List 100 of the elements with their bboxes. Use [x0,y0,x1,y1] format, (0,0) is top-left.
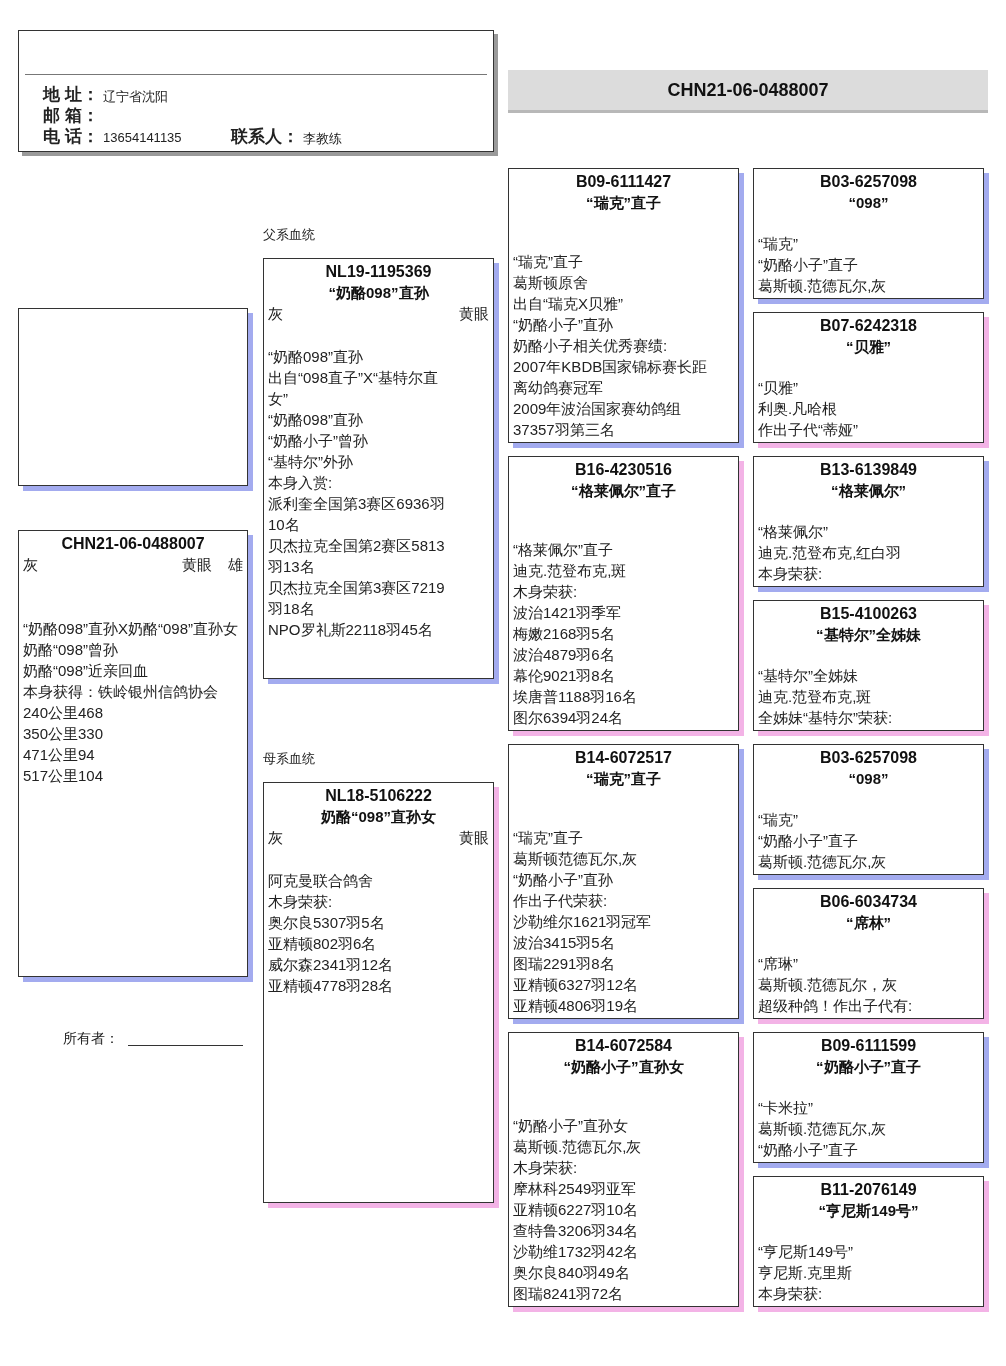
pedigree-note: 木身荣获: [513,582,579,602]
pedigree-note: 沙勒维1732羽42名 [513,1242,640,1262]
pedigree-note: 作出子代“蒂娅” [758,420,859,440]
field-label: 邮 箱： [43,105,99,127]
pedigree-note: 贝杰拉克全国第3赛区7219羽18名 [268,578,446,619]
pedigree-note: 出自“098直子”X“基特尔直女” [268,368,440,409]
attribute-text: 黄眼 [182,555,212,575]
ring-number: B09-6111599 [819,1036,918,1056]
ring-number: B14-6072517 [574,748,673,768]
field-value: 13654141135 [103,130,182,145]
attribute-text: 灰 [268,304,284,324]
attribute-text: 黄眼 [459,828,489,848]
pedigree-note: “奶酪098”直孙X奶酪“098”直孙女 [23,619,240,639]
pigeon-name: “奶酪小子”直子 [815,1057,922,1077]
pedigree-note: 摩林科2549羽亚军 [513,1179,638,1199]
ring-number: B07-6242318 [819,316,918,336]
pedigree-note: “贝雅” [758,378,799,398]
pigeon-name: “瑞克”直子 [585,769,662,789]
pedigree-note: 471公里94 [23,745,96,765]
section-label: 母系血统 [263,750,315,768]
pedigree-note: “奶酪小子”直子 [758,255,859,275]
pedigree-note: “瑞克”直子 [513,252,584,272]
ring-number: B16-4230516 [574,460,673,480]
pigeon-name: “奶酪小子”直孙女 [562,1057,685,1077]
pedigree-note: 出自“瑞克X贝雅” [513,294,624,314]
pedigree-note: 240公里468 [23,703,105,723]
ring-number: B15-4100263 [819,604,918,624]
pedigree-note: 波治1421羽季军 [513,603,623,623]
pedigree-note: 波治3415羽5名 [513,933,616,953]
pedigree-note: 威尔森2341羽12名 [268,955,395,975]
pedigree-note: 奶酪“098”近亲回血 [23,661,150,681]
pedigree-note: 幕伦9021羽8名 [513,666,616,686]
pedigree-note: 亨尼斯.克里斯 [758,1263,854,1283]
pedigree-note: 超级种鸽！作出子代有: [758,996,914,1016]
ring-number: B03-6257098 [819,172,918,192]
pedigree-note: 全姊妹“基特尔”荣获: [758,708,894,728]
pedigree-note: 亚精顿6227羽10名 [513,1200,640,1220]
ring-number: B14-6072584 [574,1036,673,1056]
pedigree-note: 葛斯顿范德瓦尔,灰 [513,849,639,869]
pedigree-note: “瑞克” [758,810,799,830]
pedigree-note: “奶酪小子”曾孙 [268,431,369,451]
pedigree-note: “基特尔”外孙 [268,452,354,472]
attribute-text: 灰 [268,828,284,848]
pigeon-name: “瑞克”直子 [585,193,662,213]
pedigree-note: 迪克.范登布克,红白羽 [758,543,903,563]
pedigree-note: “奶酪小子”直子 [758,1140,859,1160]
pigeon-name: “098” [847,193,890,213]
pedigree-note: 奥尔良840羽49名 [513,1263,631,1283]
pedigree-note: 迪克.范登布克,斑 [513,561,628,581]
pedigree-note: “亨尼斯149号” [758,1242,855,1262]
pedigree-note: 本身荣获: [758,564,824,584]
pedigree-note: 图瑞8241羽72名 [513,1284,625,1304]
pigeon-name: “亨尼斯149号” [817,1201,920,1221]
ring-number: CHN21-06-0488007 [667,79,829,101]
ring-number: B06-6034734 [819,892,918,912]
pedigree-note: 奥尔良5307羽5名 [268,913,386,933]
pedigree-note: 埃唐普1188羽16名 [513,687,638,707]
attribute-text: 雄 [228,555,243,575]
pedigree-note: 派利奎全国第3赛区6936羽10名 [268,494,446,535]
field-value: 李教练 [303,130,342,148]
pedigree-note: 葛斯顿.范德瓦尔，灰 [758,975,899,995]
pedigree-note: “瑞克” [758,234,799,254]
attribute-text: 灰 [23,555,39,575]
pigeon-name: “奶酪098”直孙 [327,283,430,303]
pedigree-note: 葛斯顿.范德瓦尔,灰 [513,1137,643,1157]
ring-number: NL19-1195369 [324,262,433,282]
pedigree-note: 本身入赏: [268,473,334,493]
pedigree-note: “奶酪小子”直孙女 [513,1116,629,1136]
pedigree-note: 作出子代荣获: [513,891,609,911]
ring-number: B03-6257098 [819,748,918,768]
ring-number-banner [508,70,988,110]
pedigree-note: 贝杰拉克全国第2赛区5813羽13名 [268,536,446,577]
pedigree-note: 亚精顿4806羽19名 [513,996,640,1016]
pedigree-note: “格莱佩尔”直子 [513,540,614,560]
pedigree-note: 木身荣获: [513,1158,579,1178]
ring-number: CHN21-06-0488007 [60,534,206,554]
pedigree-note: 阿克曼联合鸽舍 [268,871,374,891]
pedigree-note: “卡米拉” [758,1098,814,1118]
pedigree-note: “基特尔”全姊妹 [758,666,859,686]
pigeon-name: “贝雅” [845,337,892,357]
pedigree-note: 利奥.凡哈根 [758,399,839,419]
ring-number: NL18-5106222 [324,786,433,806]
pedigree-note: 亚精顿802羽6名 [268,934,378,954]
pedigree-note: 图瑞2291羽8名 [513,954,616,974]
field-label: 电 话： [43,126,99,148]
pedigree-note: “格莱佩尔” [758,522,829,542]
field-value: 辽宁省沈阳 [103,88,168,106]
pedigree-note: 奶酪“098”曾孙 [23,640,120,660]
pedigree-note: 奶酪小子相关优秀赛绩: [513,336,669,356]
pedigree-note: 本身荣获: [758,1284,824,1304]
pedigree-note: “奶酪小子”直孙 [513,315,614,335]
pedigree-note: “奶酪098”直孙 [268,347,365,367]
pedigree-note: “奶酪小子”直孙 [513,870,614,890]
pedigree-note: 葛斯顿.范德瓦尔,灰 [758,1119,888,1139]
ring-number: B11-2076149 [819,1180,918,1200]
pedigree-note: 2007年KBDB国家锦标赛长距离幼鸽赛冠军 [513,357,709,398]
pigeon-name: “098” [847,769,890,789]
pedigree-note: 亚精顿6327羽12名 [513,975,640,995]
pigeon-name: “席林” [845,913,892,933]
pedigree-note: 葛斯顿.范德瓦尔,灰 [758,852,888,872]
